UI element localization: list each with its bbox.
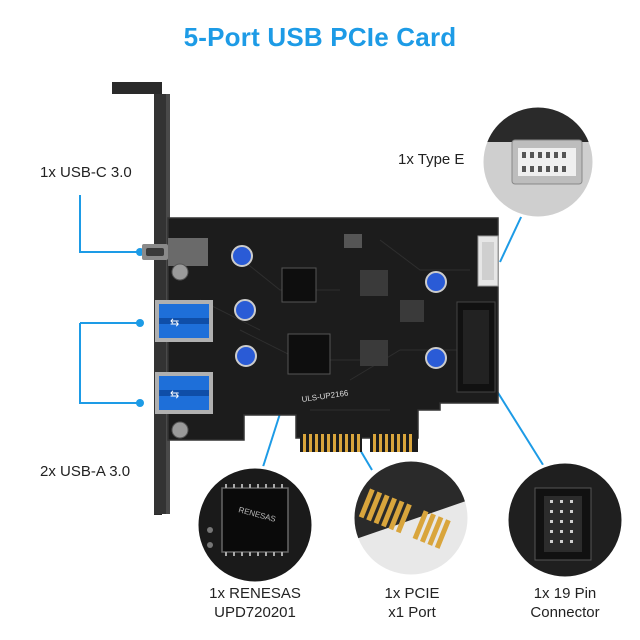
pin-label: 1x 19 Pin Connector <box>505 584 625 622</box>
svg-text:⇆: ⇆ <box>170 317 179 329</box>
usb-a-dot-2 <box>136 399 144 407</box>
usb-a-port-2: ⇆ <box>155 372 213 414</box>
usb-a-callout-line <box>79 323 140 404</box>
svg-text:⇆: ⇆ <box>170 389 179 401</box>
pcie-gold-fingers <box>300 430 418 452</box>
renesas-label: 1x RENESAS UPD720201 <box>195 584 315 622</box>
pin-label-line2: Connector <box>530 604 600 621</box>
pcie-zoom <box>351 458 471 578</box>
renesas-label-line2: UPD720201 <box>214 604 296 621</box>
pcb-board <box>167 217 499 441</box>
type-e-board-connector <box>477 235 499 287</box>
screws <box>171 263 189 439</box>
type-e-zoom <box>480 104 596 220</box>
pin-connector-zoom <box>505 460 625 580</box>
type-e-label: 1x Type E <box>398 151 465 168</box>
pin-header-board <box>456 301 496 393</box>
callout-lines <box>79 195 546 471</box>
renesas-chip-zoom: RENESAS <box>195 465 315 585</box>
usb-a-label: 2x USB-A 3.0 <box>40 463 131 480</box>
usb-a-dot-1 <box>136 319 144 327</box>
type-e-callout-line <box>499 214 523 263</box>
pin-callout-line <box>489 379 546 469</box>
pci-bracket <box>112 82 170 515</box>
pcie-label-line2: x1 Port <box>388 604 436 621</box>
usb-c-label: 1x USB-C 3.0 <box>40 164 132 181</box>
usb-c-callout-line <box>79 195 140 253</box>
renesas-label-line1: 1x RENESAS <box>209 585 301 602</box>
pcie-label-line1: 1x PCIE <box>384 585 440 602</box>
page-title: 5-Port USB PCIe Card <box>183 22 457 52</box>
pin-label-line1: 1x 19 Pin <box>533 585 597 602</box>
capacitors <box>231 245 447 369</box>
pcie-label: 1x PCIE x1 Port <box>352 584 472 622</box>
usb-a-port-1: ⇆ <box>155 300 213 342</box>
usb-c-port <box>142 238 208 266</box>
board-chips <box>281 234 424 375</box>
